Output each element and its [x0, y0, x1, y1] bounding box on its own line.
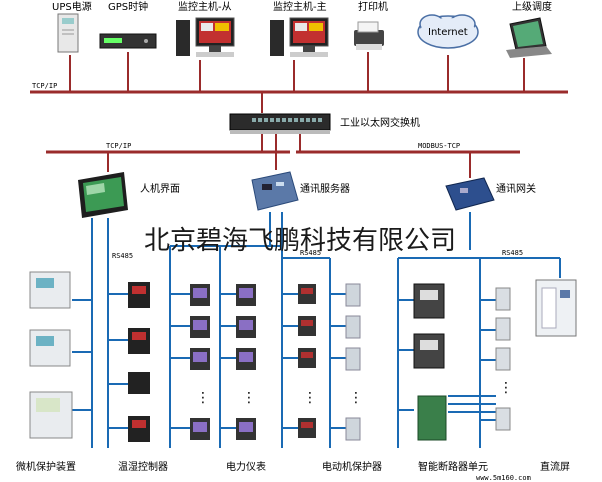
breaker-ellipsis: ⋮	[499, 380, 513, 396]
modbus-label: MODBUS-TCP	[418, 142, 460, 150]
monitor-master-icon	[270, 17, 329, 57]
dc-cabinet-icon	[535, 279, 577, 337]
internet-cloud-icon	[417, 14, 479, 49]
comm-gateway-icon	[445, 177, 495, 211]
relay-protection-icons	[29, 271, 73, 439]
gps-clock-icon	[99, 33, 157, 49]
temp-label: 温湿控制器	[118, 460, 168, 473]
tcpip-top-label: TCP/IP	[32, 82, 57, 90]
comm-server-label: 通讯服务器	[300, 182, 350, 195]
power-meter-icons	[190, 284, 256, 440]
laptop-icon	[506, 17, 552, 58]
rs485-right-label: RS485	[502, 249, 523, 257]
motor-ellipsis-2: ⋮	[349, 390, 363, 406]
rs485-left-label: RS485	[112, 252, 133, 260]
meter-ellipsis-1: ⋮	[196, 390, 210, 406]
hmi-panel-icon	[78, 172, 128, 218]
dc-label: 直流屏	[540, 460, 570, 473]
rs485-mid-label: RS485	[300, 249, 321, 257]
temperature-controller-icons	[128, 282, 150, 442]
mid-bus-drops	[107, 152, 471, 178]
breaker-label: 智能断路器单元	[418, 460, 488, 473]
motor-label: 电动机保护器	[322, 460, 382, 473]
meter-label: 电力仪表	[226, 460, 266, 473]
ethernet-switch-icon	[229, 113, 331, 134]
motor-protector-icons	[298, 283, 361, 441]
internet-label: Internet	[428, 27, 468, 38]
comm-server-icon	[251, 171, 299, 211]
printer-icon	[354, 21, 384, 50]
switch-label: 工业以太网交换机	[340, 116, 420, 129]
ups-icon	[57, 13, 79, 53]
motor-ellipsis-1: ⋮	[303, 390, 317, 406]
top-device-drops	[69, 52, 525, 113]
rs485-lines	[72, 212, 561, 448]
printer-label: 打印机	[358, 0, 388, 13]
monitor-slave-label: 监控主机-从	[178, 0, 232, 13]
monitor-slave-icon	[176, 17, 235, 57]
ups-label: UPS电源	[52, 0, 92, 13]
hmi-label: 人机界面	[140, 182, 180, 195]
gps-label: GPS时钟	[108, 0, 148, 13]
company-watermark: 北京碧海飞鹏科技有限公司	[144, 226, 456, 256]
comm-gateway-label: 通讯网关	[496, 182, 536, 195]
tcpip-mid-label: TCP/IP	[106, 142, 131, 150]
monitor-master-label: 监控主机-主	[273, 0, 327, 13]
breaker-icons	[413, 283, 447, 441]
meter-ellipsis-2: ⋮	[242, 390, 256, 406]
switch-unit-icons	[495, 287, 511, 431]
remote-dispatch-label: 上级调度	[512, 0, 552, 13]
footer-watermark: www.5m160.com	[476, 474, 531, 482]
relay-label: 微机保护装置	[16, 460, 76, 473]
